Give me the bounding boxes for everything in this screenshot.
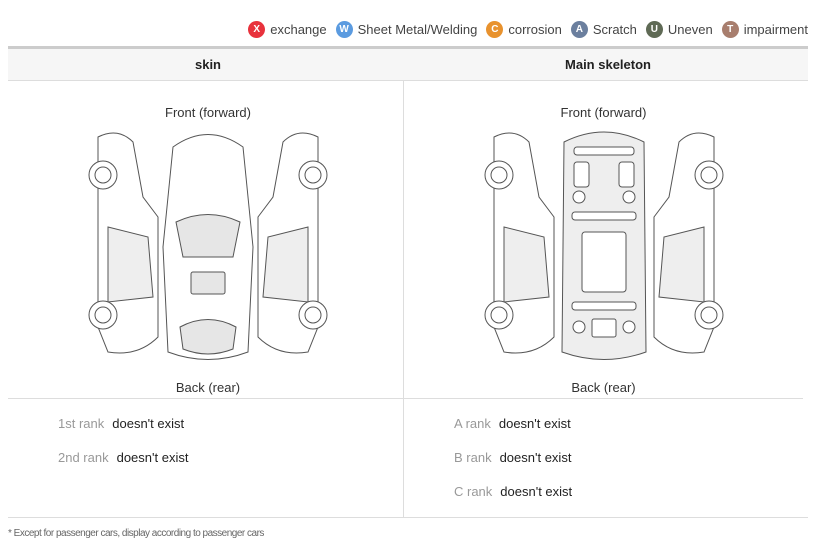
front-label: Front (forward) [560,105,647,120]
impairment-icon: T [721,21,739,38]
skin-diagram: Front (forward) Back (rear) [8,81,408,399]
welding-icon: W [335,21,353,38]
uneven-icon: U [645,21,663,38]
inspection-table: skin Main skeleton Front (forward) Back … [8,46,808,518]
legend-scratch: A Scratch [570,21,637,38]
front-label: Front (forward) [165,105,251,120]
legend-label: corrosion [508,22,562,37]
rank-label: 2nd rank [58,450,109,465]
rank-value: doesn't exist [499,450,572,465]
corrosion-icon: C [486,21,504,38]
legend-welding: W Sheet Metal/Welding [335,21,478,38]
rank-row: B rank doesn't exist [404,451,803,485]
rank-value: doesn't exist [116,450,189,465]
back-label: Back (rear) [571,380,636,395]
rank-label: C rank [454,484,493,499]
skeleton-diagram: Front (forward) Back (rear) [404,81,803,399]
rank-value: doesn't exist [498,416,571,431]
rank-value: doesn't exist [500,484,573,499]
legend-label: impairment [743,22,808,37]
rank-label: A rank [454,416,491,431]
exchange-icon: X [248,21,266,38]
skin-ranks: 1st rank doesn't exist 2nd rank doesn't ex… [8,399,408,485]
legend-label: Uneven [667,22,713,37]
table-header: skin Main skeleton [8,49,808,81]
header-main-skeleton: Main skeleton [565,57,651,72]
skeleton-column: Front (forward) Back (rear) A rank doesn'… [403,81,803,517]
rank-row: 2nd rank doesn't exist [8,451,408,485]
rank-value: doesn't exist [112,416,185,431]
rank-label: 1st rank [58,416,105,431]
legend-label: Sheet Metal/Welding [357,22,478,37]
header-skin: skin [194,57,221,72]
car-skeleton-diagram [484,131,724,360]
legend-label: exchange [270,22,327,37]
rank-row: 1st rank doesn't exist [8,417,408,451]
scratch-icon: A [570,21,588,38]
footnote-text: Except for passenger cars, display accor… [13,528,265,539]
legend-uneven: U Uneven [645,21,713,38]
rank-row: C rank doesn't exist [404,485,803,519]
skin-column: Front (forward) Back (rear) 1st rank does… [8,81,408,517]
rank-label: B rank [454,450,492,465]
legend-label: Scratch [592,22,637,37]
car-exterior-diagram [88,132,328,360]
footnote: * Except for passenger cars, display acc… [8,528,264,539]
rank-row: A rank doesn't exist [404,417,803,451]
back-label: Back (rear) [175,380,241,395]
